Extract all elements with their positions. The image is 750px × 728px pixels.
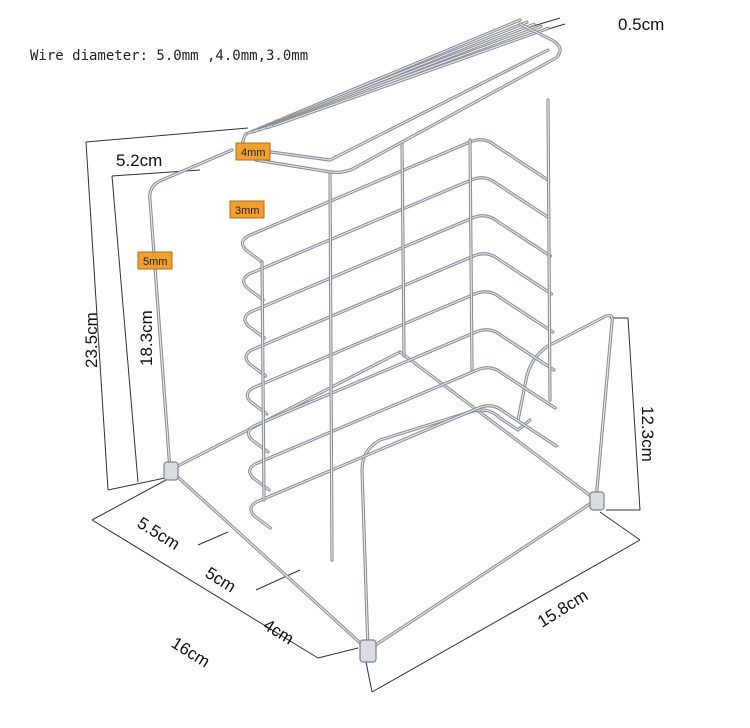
rack-wire-highlight [149, 149, 233, 471]
dim-rod-gap: 0.5cm [618, 15, 664, 34]
rack-wire-highlight [245, 253, 553, 377]
dim-inner-height: 18.3cm [137, 310, 156, 366]
tag-top-wire: 4mm [235, 142, 271, 161]
rack-wire-highlight [329, 171, 333, 561]
rack-wire-highlight [241, 139, 549, 263]
rack-wire [248, 366, 557, 492]
rack-wire-highlight [517, 315, 613, 501]
rack-wire-highlight [469, 139, 473, 371]
rack-wire [244, 252, 554, 378]
dim-rear-height: 12.3cm [638, 406, 657, 462]
wire-diameter-caption: Wire diameter: 5.0mm ,4.0mm,3.0mm [30, 48, 308, 64]
rack-wire-highlight [401, 141, 405, 357]
rack-wire [240, 138, 550, 264]
rack-wire [243, 214, 552, 340]
rack-wire-highlight [244, 215, 551, 339]
dim-top-offset: 5.2cm [116, 151, 162, 170]
dim-depth-a: 5.5cm [134, 513, 183, 554]
tag-top-wire-label: 4mm [241, 147, 265, 159]
rack-wire-highlight [249, 367, 556, 491]
rack-wire-highlight [261, 261, 265, 501]
rack-wire-highlight [250, 405, 557, 529]
tag-side-wire: 5mm [137, 251, 173, 270]
rack-wire-highlight [169, 351, 401, 471]
rack-wire-highlight [246, 291, 554, 415]
rack-wire-highlight [247, 329, 555, 453]
rack-wire-highlight [399, 351, 597, 501]
dim-total-depth: 16cm [168, 633, 213, 671]
rack-wire [148, 148, 234, 472]
dim-depth-c: 4cm [260, 615, 297, 648]
dim-total-height: 23.5cm [82, 312, 101, 368]
rack-wire [242, 176, 551, 302]
dimension-lines [85, 17, 641, 693]
dim-depth-b: 5cm [202, 563, 239, 596]
tag-middle-wire-label: 3mm [235, 205, 259, 217]
tag-middle-wire: 3mm [229, 200, 265, 219]
dim-width: 15.8cm [534, 586, 591, 632]
rack-wire-highlight [367, 499, 597, 651]
rack-wire-highlight [273, 27, 549, 127]
tag-side-wire-label: 5mm [143, 256, 167, 268]
rack-wire-highlight [243, 177, 550, 301]
knife-rack-illustration [148, 18, 614, 652]
rack-wire-highlight [169, 469, 369, 651]
rack-wire-highlight [547, 99, 551, 401]
rack-feet [163, 461, 605, 663]
rack-wire-highlight [255, 49, 549, 161]
